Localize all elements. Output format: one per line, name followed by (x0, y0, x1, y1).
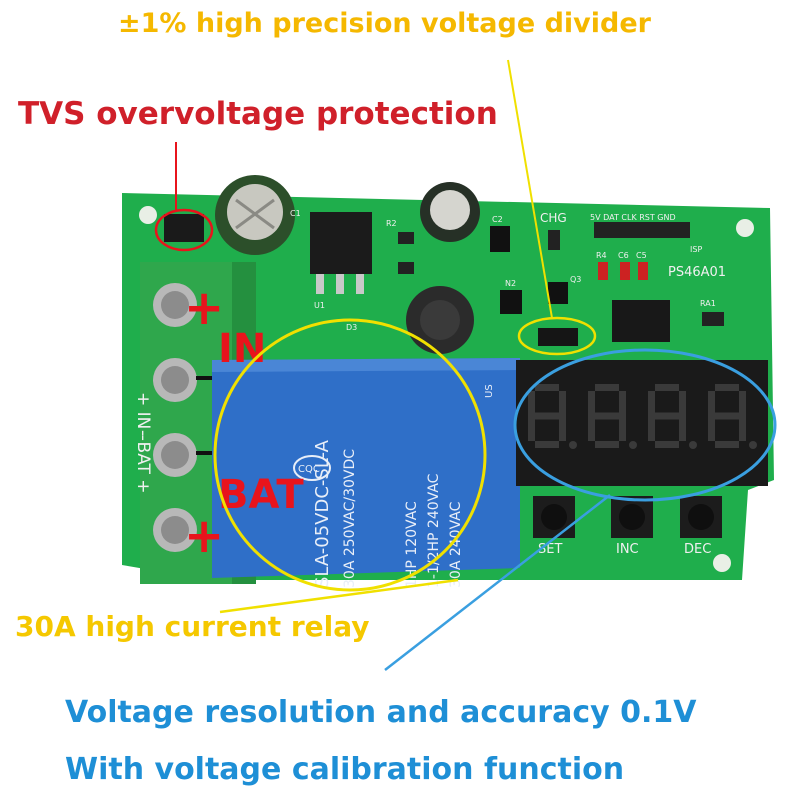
mcu-chip (612, 300, 670, 342)
relay-rating-4: 30A 240VAC (448, 501, 464, 588)
callout-calibration: With voltage calibration function (65, 752, 625, 787)
digit-segment (655, 384, 679, 391)
button-dec-label: DEC (684, 542, 711, 557)
digit-segment (739, 416, 746, 441)
chg-label: CHG (540, 211, 567, 225)
divider-resistors (538, 328, 578, 346)
display-leader-line (384, 494, 611, 671)
ref-ra1: RA1 (700, 299, 716, 308)
ref-q3: Q3 (570, 275, 581, 284)
ref-r4: R4 (596, 251, 607, 260)
digit-segment (715, 441, 739, 448)
tvs-highlight-circle (154, 208, 214, 252)
side-label-bat: - BAT + (133, 430, 153, 494)
digit-dot (569, 441, 577, 449)
digit-segment (715, 384, 739, 391)
terminal-plus-bottom: + (184, 508, 224, 564)
digit-segment (559, 391, 566, 416)
side-label-in: + IN - (133, 392, 153, 441)
display-digit (588, 384, 637, 449)
display-digit (648, 384, 697, 449)
digit-segment (655, 412, 679, 420)
ref-u1: U1 (314, 301, 325, 310)
button-set[interactable] (533, 496, 575, 538)
terminal-bat-label: BAT (218, 472, 304, 518)
digit-segment (588, 416, 595, 441)
digit-segment (559, 416, 566, 441)
display-digit (708, 384, 757, 449)
relay-rating-2: 1HP 120VAC (404, 501, 420, 588)
ref-n2: N2 (505, 279, 516, 288)
ref-d3: D3 (346, 323, 357, 332)
digit-segment (739, 391, 746, 416)
ref-c1: C1 (290, 209, 301, 218)
relay-cqc-mark: CQC (298, 464, 320, 475)
divider-leader-line (507, 59, 553, 319)
mounting-hole (139, 206, 157, 224)
tvs-diode (164, 214, 204, 242)
digit-segment (619, 416, 626, 441)
relay-us-mark: US (484, 384, 495, 398)
digit-segment (708, 416, 715, 441)
relay-model: SLA-05VDC-SL-A (312, 439, 333, 588)
ref-c2: C2 (492, 215, 503, 224)
ref-r2: R2 (386, 219, 397, 228)
terminal-screws (153, 283, 197, 552)
digit-segment (595, 384, 619, 391)
digit-segment (648, 416, 655, 441)
mounting-hole (736, 219, 754, 237)
header-pins-label: 5V DAT CLK RST GND (590, 213, 676, 222)
digit-segment (715, 412, 739, 420)
digit-segment (535, 412, 559, 420)
digit-segment (619, 391, 626, 416)
digit-segment (655, 441, 679, 448)
display-digits (528, 384, 757, 449)
button-inc[interactable] (611, 496, 653, 538)
divider-highlight-circle (517, 316, 597, 356)
digit-segment (528, 416, 535, 441)
callout-relay: 30A high current relay (15, 610, 370, 643)
regulator-u1 (310, 212, 372, 274)
digit-segment (595, 412, 619, 420)
digit-segment (708, 391, 715, 416)
button-dec[interactable] (680, 496, 722, 538)
ref-c6: C6 (618, 251, 629, 260)
button-inc-label: INC (616, 542, 639, 557)
digit-segment (535, 384, 559, 391)
digit-segment (535, 441, 559, 448)
isp-header (594, 222, 690, 238)
digit-dot (629, 441, 637, 449)
digit-segment (528, 391, 535, 416)
digit-dot (689, 441, 697, 449)
terminal-plus-top: + (184, 280, 224, 336)
callout-tvs-protection: TVS overvoltage protection (18, 96, 498, 132)
display-digit (528, 384, 577, 449)
digit-segment (588, 391, 595, 416)
mounting-hole (713, 554, 731, 572)
seven-segment-display (516, 360, 768, 486)
digit-segment (595, 441, 619, 448)
isp-label: ISP (690, 245, 702, 254)
relay-rating-3: 1-1/2HP 240VAC (426, 473, 442, 588)
relay-leader-line (219, 578, 459, 614)
digit-dot (749, 441, 757, 449)
relay-highlight-circle (213, 318, 487, 592)
digit-segment (679, 391, 686, 416)
relay (212, 358, 520, 578)
ref-c5: C5 (636, 251, 647, 260)
callout-voltage-resolution: Voltage resolution and accuracy 0.1V (65, 695, 697, 730)
board-model: PS46A01 (668, 265, 726, 280)
callout-voltage-divider: ±1% high precision voltage divider (118, 8, 651, 39)
digit-segment (679, 416, 686, 441)
terminal-in-label: IN (218, 326, 266, 372)
display-highlight-circle (513, 348, 777, 502)
digit-segment (648, 391, 655, 416)
relay-rating-1: 30A 250VAC/30VDC (342, 449, 358, 588)
